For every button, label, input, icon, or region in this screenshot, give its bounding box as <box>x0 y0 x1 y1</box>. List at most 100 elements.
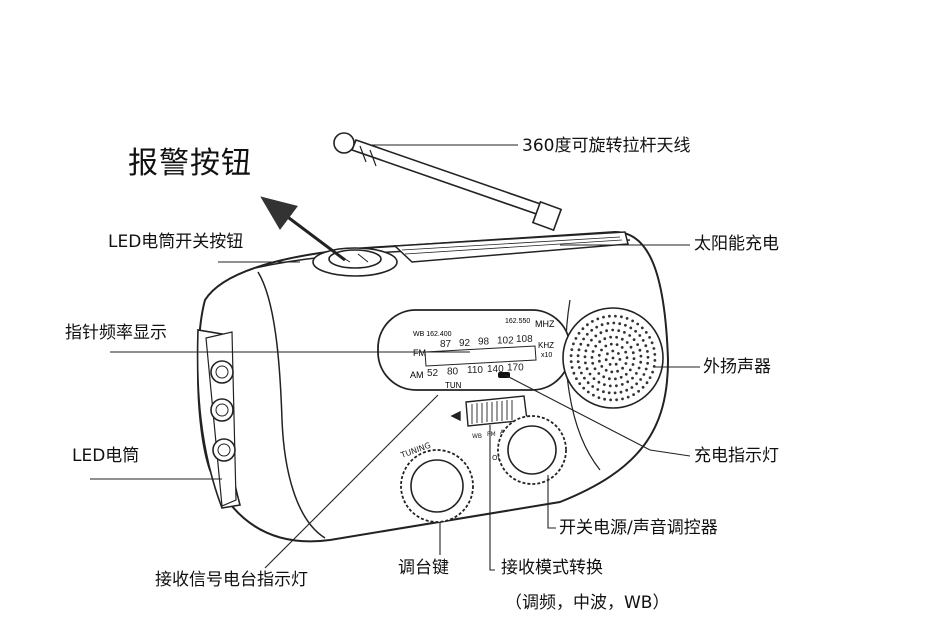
speaker-hole <box>603 383 606 386</box>
speaker-hole <box>609 399 612 402</box>
speaker-hole <box>623 331 626 334</box>
speaker-hole <box>582 327 585 330</box>
speaker-hole <box>631 377 634 380</box>
speaker-hole <box>620 376 623 379</box>
speaker-hole <box>616 370 619 373</box>
speaker-hole <box>647 356 650 359</box>
speaker-hole <box>598 396 601 399</box>
speaker-hole <box>597 372 600 375</box>
speaker-hole <box>615 384 618 387</box>
speaker-hole <box>615 398 618 401</box>
speaker-hole <box>643 373 646 376</box>
speaker-hole <box>640 355 643 358</box>
label-led-switch: LED电筒开关按钮 <box>108 232 243 252</box>
speaker-hole <box>636 343 639 346</box>
label-speaker: 外扬声器 <box>703 357 771 377</box>
speaker-hole <box>572 343 575 346</box>
frequency-dial: WB 162.400 162.550 MHZ FM AM KHZ x10 TUN… <box>378 310 570 390</box>
speaker-hole <box>596 318 599 321</box>
speaker-hole <box>621 346 624 349</box>
speaker-hole <box>594 345 597 348</box>
speaker-hole <box>616 343 619 346</box>
speaker-hole <box>642 386 645 389</box>
speaker-hole <box>606 352 609 355</box>
speaker-hole <box>595 326 598 329</box>
speaker-hole <box>570 360 573 363</box>
label-power-volume: 开关电源/声音调控器 <box>559 518 718 538</box>
speaker-hole <box>649 376 652 379</box>
speaker-hole <box>598 360 601 363</box>
speaker-hole <box>624 324 627 327</box>
speaker-hole <box>598 381 601 384</box>
speaker-hole <box>577 360 580 363</box>
speaker-hole <box>575 377 578 380</box>
speaker-hole <box>601 323 604 326</box>
am-tick-1: 80 <box>447 367 459 378</box>
speaker-hole <box>609 363 612 366</box>
speaker-hole <box>639 349 642 352</box>
speaker-hole <box>625 362 628 365</box>
speaker-hole <box>617 329 620 332</box>
dial-khz: KHZ <box>538 341 554 350</box>
speaker-hole <box>625 389 628 392</box>
speaker-hole <box>629 369 632 372</box>
speaker-hole <box>578 332 581 335</box>
speaker-hole <box>648 336 651 339</box>
speaker-hole <box>645 331 648 334</box>
speaker-hole <box>614 392 617 395</box>
speaker-hole <box>626 380 629 383</box>
dial-tun: TUN <box>445 381 462 390</box>
speaker-hole <box>654 359 657 362</box>
label-solar: 太阳能充电 <box>694 234 779 254</box>
fm-tick-0: 87 <box>440 339 452 350</box>
fm-tick-4: 108 <box>516 334 533 345</box>
switch-wb: WB <box>472 433 482 440</box>
speaker-hole <box>641 327 644 330</box>
speaker-hole <box>633 338 636 341</box>
speaker-hole <box>620 391 623 394</box>
speaker-hole <box>591 362 594 365</box>
speaker-hole <box>632 393 635 396</box>
speaker-hole <box>587 391 590 394</box>
speaker-hole <box>586 323 589 326</box>
speaker-hole <box>637 390 640 393</box>
speaker-hole <box>610 343 613 346</box>
speaker-hole <box>583 377 586 380</box>
speaker-hole <box>633 357 636 360</box>
switch-fm: FM <box>487 431 496 438</box>
speaker-hole <box>584 355 587 358</box>
speaker-hole <box>646 381 649 384</box>
fm-tick-1: 92 <box>459 338 471 349</box>
speaker-hole <box>608 377 611 380</box>
speaker-hole <box>570 354 573 357</box>
speaker-hole <box>582 338 585 341</box>
speaker-hole <box>626 356 629 359</box>
speaker-hole <box>603 337 606 340</box>
speaker-hole <box>639 361 642 364</box>
dial-x10: x10 <box>541 352 552 359</box>
speaker-hole <box>587 344 590 347</box>
speaker-hole <box>625 373 628 376</box>
led-switch-button <box>313 248 397 276</box>
speaker-hole <box>621 398 624 401</box>
label-signal-indicator: 接收信号电台指示灯 <box>155 570 308 590</box>
label-led-flashlight: LED电筒 <box>72 446 139 466</box>
speaker-hole <box>591 356 594 359</box>
speaker-hole <box>596 388 599 391</box>
speaker-hole <box>594 367 597 370</box>
am-tick-0: 52 <box>427 368 439 379</box>
speaker-hole <box>578 382 581 385</box>
speaker-hole <box>600 331 603 334</box>
power-volume-knob <box>498 416 566 484</box>
speaker-hole <box>592 394 595 397</box>
label-mode-switch: 接收模式转换 <box>501 558 603 578</box>
dial-fm-label: FM <box>413 348 426 358</box>
speaker-hole <box>590 339 593 342</box>
speaker-hole <box>594 335 597 338</box>
speaker-hole <box>584 362 587 365</box>
label-tuning-key: 调台键 <box>398 558 449 578</box>
dial-mhz: MHZ <box>535 319 555 329</box>
speaker-hole <box>632 363 635 366</box>
speaker-hole <box>608 315 611 318</box>
